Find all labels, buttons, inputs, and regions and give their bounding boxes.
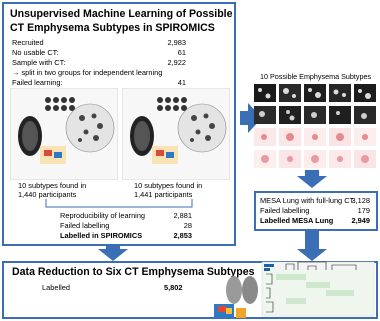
- failed-labelling-value: 28: [183, 221, 192, 230]
- stat-failed-value: 41: [177, 78, 186, 87]
- reduction-title: Data Reduction to Six CT Emphysema Subty…: [12, 266, 255, 278]
- right-caption-line1: 10 subtypes found in: [134, 181, 203, 190]
- mesa-full-ct-label: MESA Lung with full-lung CT: [260, 196, 355, 205]
- stat-failed-label: Failed learning:: [12, 78, 63, 87]
- mesa-full-ct-value: 3,128: [351, 196, 371, 205]
- stat-no-ct-value: 61: [177, 48, 186, 57]
- reduction-graphics: [214, 261, 375, 318]
- learning-panel-left: [10, 88, 118, 180]
- arrow-down-mesa-shaft: [305, 170, 319, 176]
- reduction-box: Data Reduction to Six CT Emphysema Subty…: [2, 261, 378, 319]
- arrow-down-mesa-icon: [297, 176, 327, 188]
- stat-recruited-value: 2,983: [167, 38, 187, 47]
- spiromics-box: Unsupervised Machine Learning of Possibl…: [2, 2, 236, 246]
- mesa-labelled-label: Labelled MESA Lung: [260, 216, 334, 225]
- left-caption-line2: 1,440 participants: [18, 190, 77, 199]
- main-title-line2: CT Emphysema Subtypes in SPIROMICS: [10, 22, 215, 34]
- reduction-labelled-label: Labelled: [42, 283, 70, 292]
- stat-sample-label: Sample with CT:: [12, 58, 66, 67]
- arrow-down-right-icon: [297, 249, 327, 261]
- arrow-down-right-shaft: [305, 231, 319, 249]
- left-caption-line1: 10 subtypes found in: [18, 181, 87, 190]
- reproducibility-value: 2,881: [173, 211, 193, 220]
- reproducibility-label: Reproducibility of learning: [60, 211, 146, 220]
- lung-icon: [226, 276, 242, 304]
- mesa-failed-value: 179: [357, 206, 370, 215]
- arrow-right-shaft: [240, 111, 248, 125]
- labelled-spiromics-label: Labelled in SPIROMICS: [60, 231, 143, 240]
- stat-sample-value: 2,922: [167, 58, 187, 67]
- stat-no-ct-label: No usable CT:: [12, 48, 59, 57]
- reduction-labelled-value: 5,802: [164, 283, 183, 292]
- stat-split-note: → split in two groups for independent le…: [12, 68, 163, 77]
- labelled-spiromics-value: 2,853: [173, 231, 193, 240]
- subtypes-grid: [254, 84, 376, 168]
- main-title-line1: Unsupervised Machine Learning of Possibl…: [10, 8, 233, 20]
- failed-labelling-label: Failed labelling: [60, 221, 110, 230]
- learning-panel-right: [122, 88, 230, 180]
- arrow-down-left-shaft: [106, 246, 120, 249]
- merge-bracket: [45, 199, 193, 208]
- arrow-down-left-icon: [98, 249, 128, 261]
- mesa-failed-label: Failed labelling: [260, 206, 310, 215]
- mesa-labelled-value: 2,949: [351, 216, 371, 225]
- subtypes-panel-title: 10 Possible Emphysema Subtypes: [260, 72, 372, 81]
- right-caption-line2: 1,441 participants: [134, 190, 193, 199]
- mesa-box: MESA Lung with full-lung CT 3,128 Failed…: [254, 191, 378, 231]
- stat-recruited-label: Recruited: [12, 38, 44, 47]
